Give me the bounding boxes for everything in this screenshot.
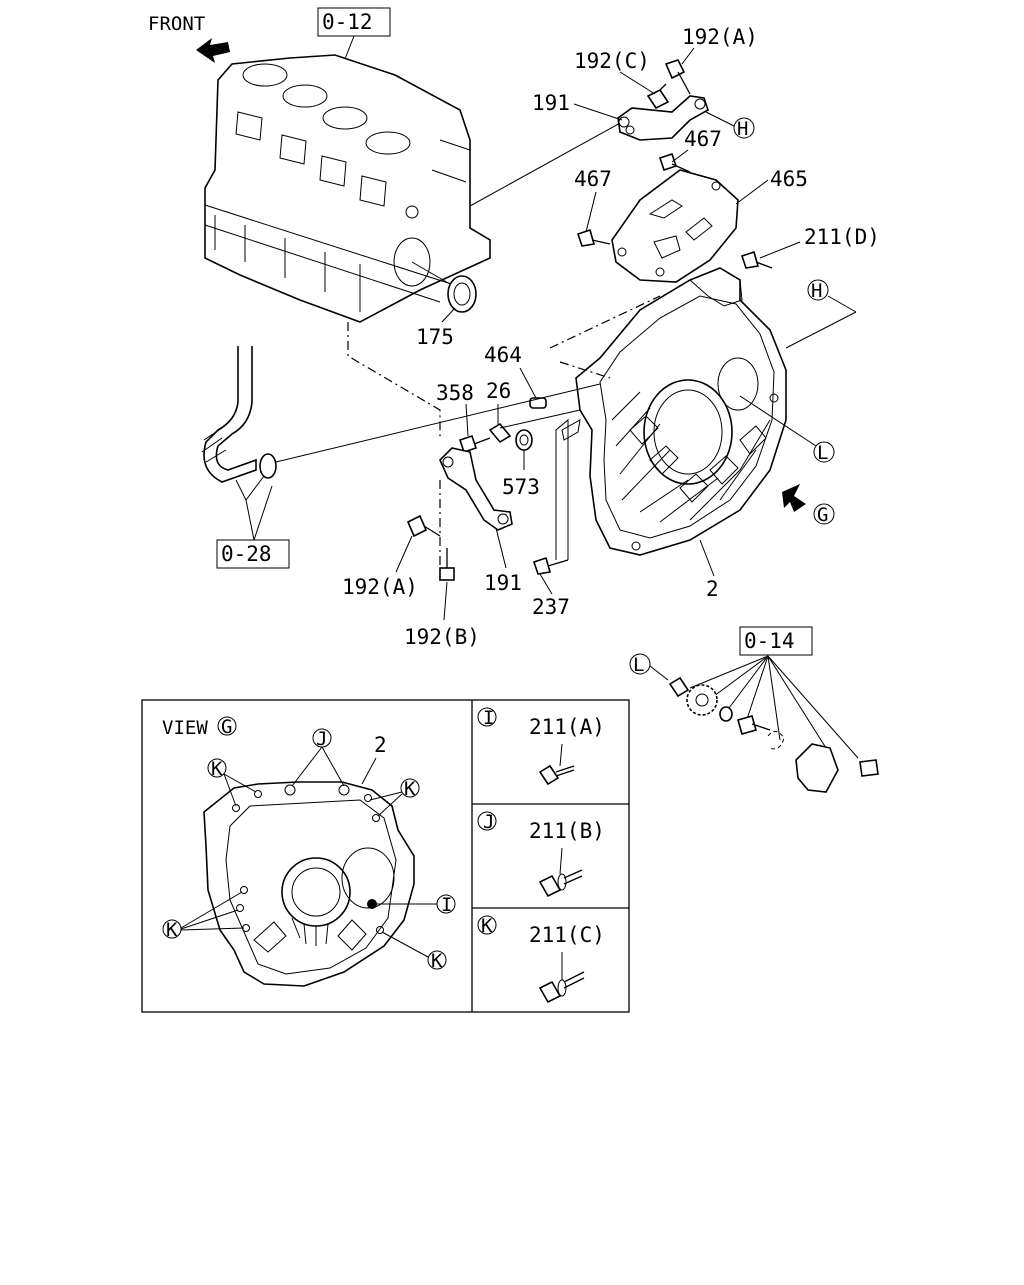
callout-211d: 211(D)	[804, 225, 880, 249]
callout-192a-bottom: 192(A)	[342, 575, 418, 599]
ref-hose-label: 0-28	[221, 542, 272, 566]
fitting-26[interactable]: 26	[486, 379, 511, 444]
sprocket-icon	[686, 684, 718, 716]
callout-175: 175	[416, 325, 454, 349]
view-circle-J: J	[316, 728, 327, 750]
engine-block	[204, 54, 491, 323]
ref-gear-label: 0-14	[744, 629, 795, 653]
lower-bracket-191[interactable]: 191	[439, 447, 522, 595]
view-part-no: 2	[374, 733, 387, 757]
view-circle-K-top-left: K	[211, 758, 223, 780]
view-circle-K-top-right: K	[404, 778, 416, 800]
bolt-192c[interactable]: 192(C)	[574, 49, 670, 110]
fastener-K-label: 211(C)	[529, 923, 605, 947]
front-arrow-icon	[196, 38, 230, 63]
fastener-panel-I[interactable]: I 211(A)	[477, 707, 605, 786]
circled-L-label: L	[817, 442, 828, 464]
callout-192b: 192(B)	[404, 625, 480, 649]
upper-bracket-191[interactable]: 191	[532, 91, 709, 141]
circle-H-right: H	[785, 279, 857, 349]
view-circle-K-left: K	[166, 919, 178, 941]
pin-464[interactable]: 464	[484, 343, 547, 409]
circle-L-right: L	[739, 395, 835, 464]
circled-G-label: G	[817, 504, 828, 526]
hose	[201, 346, 277, 501]
ring-573[interactable]: 573	[502, 429, 540, 499]
callout-192c: 192(C)	[574, 49, 650, 73]
circled-L-gear-label: L	[633, 654, 644, 676]
circled-H-right-label: H	[811, 280, 822, 302]
seal-175[interactable]: 175	[411, 261, 477, 349]
ref-box-gear[interactable]: 0-14	[689, 626, 859, 759]
callout-467-b: 467	[574, 167, 612, 191]
callout-358: 358	[436, 381, 474, 405]
callout-192a-top: 192(A)	[682, 25, 758, 49]
bolt-icon	[737, 715, 757, 735]
circled-H-label: H	[737, 118, 748, 140]
callout-464: 464	[484, 343, 522, 367]
fastener-I-letter: I	[483, 707, 494, 729]
fastener-K-letter: K	[481, 915, 493, 937]
view-circle-I: I	[441, 894, 452, 916]
callout-465: 465	[770, 167, 808, 191]
detail-panels	[141, 699, 630, 1013]
callout-191-bottom: 191	[484, 571, 522, 595]
view-arrow-icon	[782, 484, 806, 512]
callout-2-main: 2	[706, 577, 719, 601]
end-bolt-icon	[859, 759, 879, 777]
front-indicator: FRONT	[148, 13, 230, 63]
washer-bolt-icon	[538, 874, 562, 898]
cover-icon	[795, 743, 839, 793]
bolt-192a-bottom[interactable]: 192(A)	[342, 514, 441, 599]
bolt-211d[interactable]: 211(D)	[740, 225, 880, 269]
fastener-J-letter: J	[483, 811, 494, 833]
front-label: FRONT	[148, 13, 205, 35]
circle-H-top: H	[705, 111, 755, 140]
bolt-237[interactable]: 237	[532, 556, 570, 619]
callout-467-a: 467	[684, 127, 722, 151]
ref-block-label: 0-12	[322, 10, 373, 34]
fastener-panel-K[interactable]: K 211(C)	[477, 915, 605, 1004]
bolt-467-b[interactable]: 467	[574, 167, 612, 247]
fastener-I-label: 211(A)	[529, 715, 605, 739]
view-g-arrow: G	[782, 484, 835, 526]
gear-assembly: L	[629, 653, 879, 793]
bolt-192b[interactable]: 192(B)	[404, 548, 480, 649]
callout-237: 237	[532, 595, 570, 619]
nut-icon	[668, 676, 690, 698]
flywheel-housing-2[interactable]: 2	[575, 267, 787, 601]
fastener-panel-J[interactable]: J 211(B)	[477, 811, 605, 898]
ref-box-hose[interactable]: 0-28	[216, 485, 290, 569]
bolt-358[interactable]: 358	[436, 381, 491, 454]
cover-plate-465[interactable]: 465	[611, 167, 808, 283]
callout-191-top: 191	[532, 91, 570, 115]
view-title: VIEW	[162, 717, 208, 739]
flange-bolt-icon	[538, 764, 560, 786]
washer-icon	[719, 706, 733, 722]
view-circle-K-bottom-right: K	[431, 950, 443, 972]
bolt-192a-top[interactable]: 192(A)	[664, 25, 758, 95]
flange-washer-bolt-icon	[538, 980, 562, 1004]
view-g-panel: VIEW G 2 J K K K	[162, 716, 456, 987]
callout-26: 26	[486, 379, 511, 403]
view-letter: G	[221, 716, 232, 738]
bolt-467-a[interactable]: 467	[658, 127, 722, 173]
fastener-J-label: 211(B)	[529, 819, 605, 843]
callout-573: 573	[502, 475, 540, 499]
